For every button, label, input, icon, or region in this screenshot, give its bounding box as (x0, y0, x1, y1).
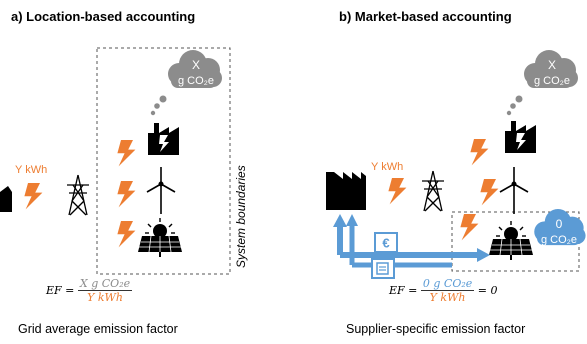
panel-b-solar-panel-icon (488, 220, 534, 261)
panel-a-power-plant-icon (148, 123, 179, 155)
svg-text:€: € (382, 236, 389, 251)
panel-a-consumer-icon (0, 186, 12, 212)
panel-b-wind-turbine-icon (499, 166, 529, 215)
panel-b-contract-flows (333, 214, 490, 268)
panel-a-system-boundary (96, 47, 231, 275)
panel-b-pylon-icon (421, 170, 445, 212)
flow-arrow-right (477, 248, 490, 262)
panel-b-formula-numerator: 0 g CO₂e (420, 277, 475, 291)
document-certificate-icon (371, 258, 395, 279)
panel-b-power-plant-icon (505, 121, 536, 153)
panel-b-formula-lhs: EF = (389, 284, 418, 297)
panel-b-formula-fraction: 0 g CO₂e Y kWh (420, 277, 475, 304)
panel-a-formula-fraction: X g CO₂e Y kWh (77, 277, 133, 304)
panel-b-formula-denominator: Y kWh (429, 291, 466, 304)
panel-a-cloud-line2: g CO₂e (178, 75, 214, 87)
panel-b-green-cloud-line1: 0 (556, 217, 563, 231)
panel-b-arrow-plant (470, 139, 489, 166)
panel-a-arrow-wind (117, 181, 136, 208)
panel-a-cloud (150, 50, 222, 116)
flow-arrow-up-outer (333, 214, 347, 227)
panel-a-energy-label: Y kWh (15, 164, 47, 176)
panel-a-formula-numerator: X g CO₂e (77, 277, 133, 291)
panel-a-formula: EF = X g CO₂e Y kWh (46, 277, 133, 304)
panel-b-arrow-wind (480, 179, 499, 206)
panel-b-title: b) Market-based accounting (339, 9, 512, 24)
panel-a-formula-denominator: Y kWh (87, 291, 123, 304)
panel-a-cloud-line1: X (192, 58, 200, 72)
euro-certificate-icon: € (374, 232, 398, 253)
panel-a-caption: Grid average emission factor (18, 322, 178, 336)
panel-b-cloud (506, 50, 578, 116)
panel-b-cloud-line1: X (548, 58, 556, 72)
panel-a-energy-arrows (24, 140, 136, 248)
panel-b-arrow-solar (460, 214, 479, 241)
panel-a-pylon-icon (66, 174, 90, 216)
panel-b-formula: EF = 0 g CO₂e Y kWh = 0 (389, 277, 498, 304)
panel-a-title: a) Location-based accounting (11, 9, 196, 24)
panel-a-solar-panel-icon (137, 217, 183, 258)
panel-a-arrow-consumer (24, 183, 43, 210)
panel-b-energy-label: Y kWh (371, 161, 403, 173)
panel-a-arrow-solar (117, 221, 136, 248)
panel-b-consumer-factory-icon (326, 172, 366, 210)
panel-b-cloud-line2: g CO₂e (534, 75, 570, 87)
panel-a-wind-turbine-icon (146, 166, 176, 215)
panel-b-green-cloud-line2: g CO₂e (541, 234, 577, 246)
panel-a-boundary-label: System boundaries (234, 165, 248, 268)
panel-a-arrow-plant (117, 140, 136, 167)
panel-b-arrow-consumer (388, 178, 407, 205)
panel-a-formula-lhs: EF = (46, 284, 75, 297)
panel-b-caption: Supplier-specific emission factor (346, 322, 526, 336)
flow-arrow-up-inner (346, 214, 358, 226)
panel-b-energy-arrows (388, 139, 499, 241)
panel-b-formula-rhs: = 0 (477, 284, 498, 297)
